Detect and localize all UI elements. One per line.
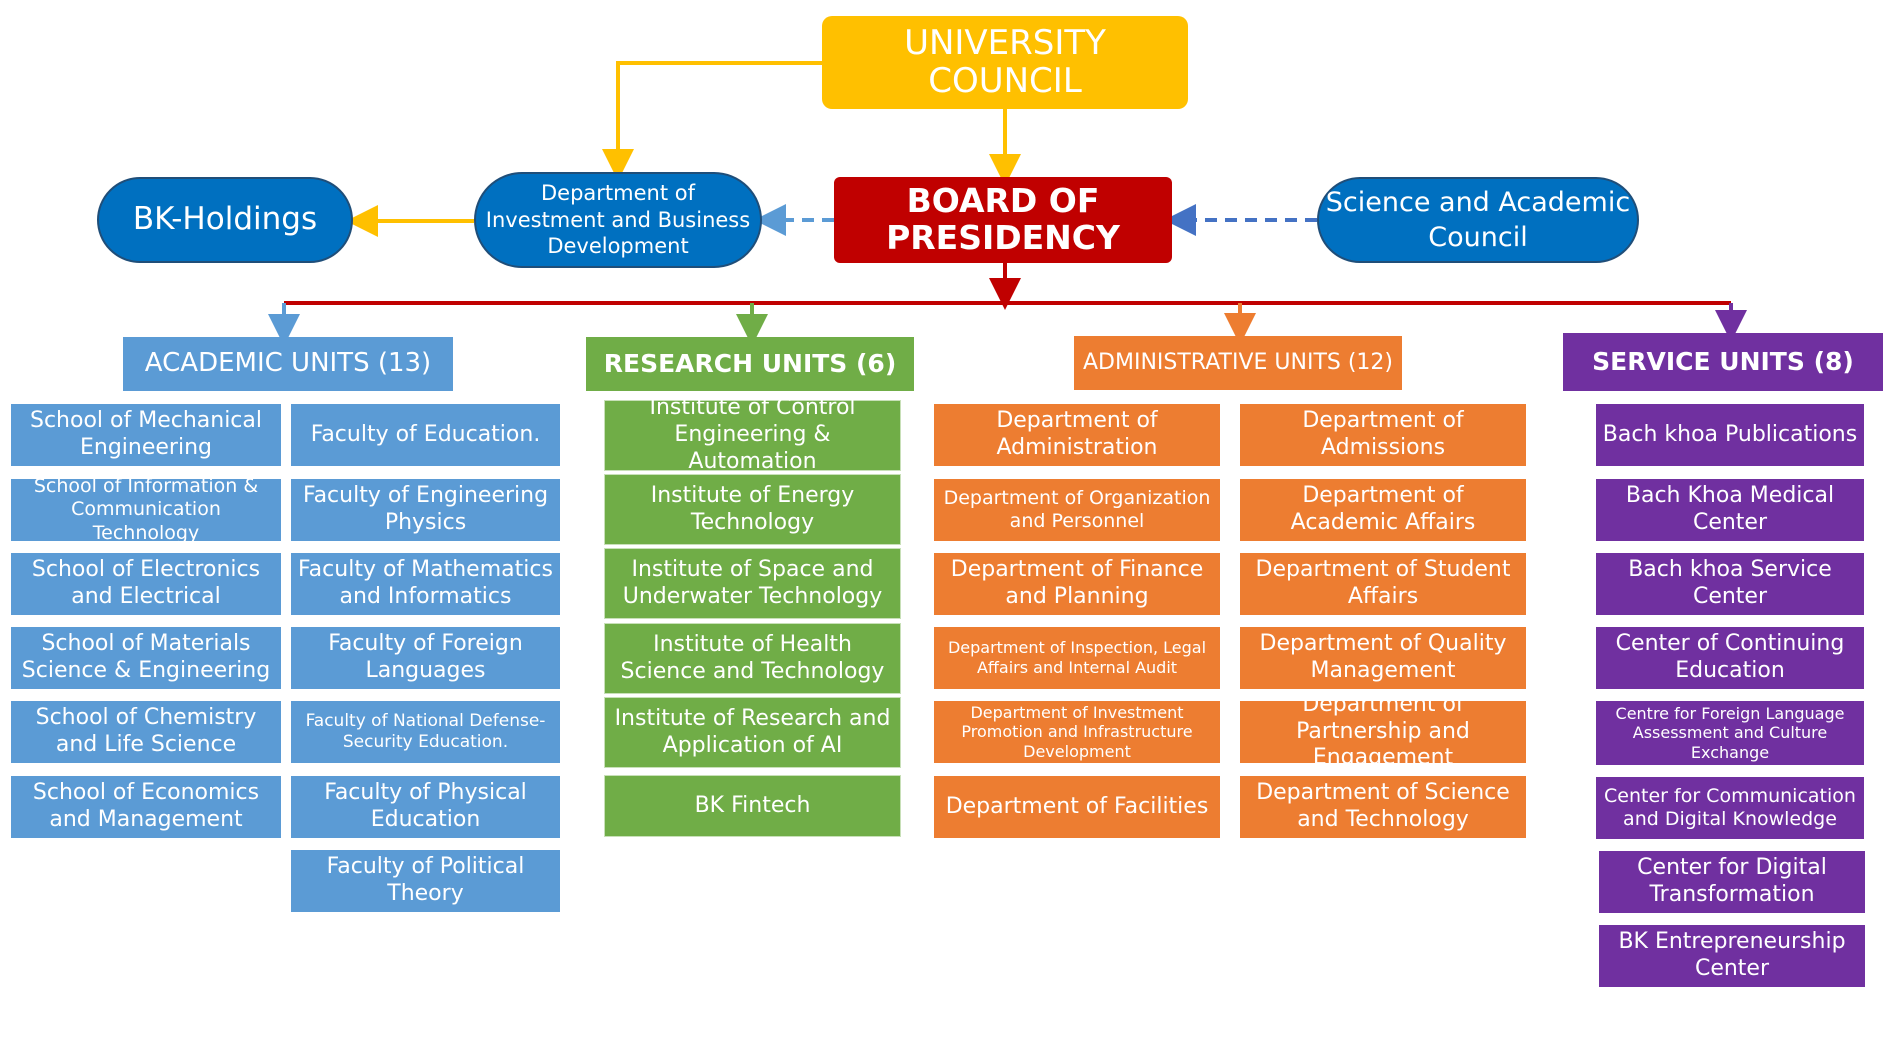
board-of-presidency-box: BOARD OF PRESIDENCY bbox=[834, 177, 1172, 263]
academic-unit-box: School of Electronics and Electrical bbox=[11, 553, 281, 615]
administrative-unit-box: Department of Investment Promotion and I… bbox=[934, 701, 1220, 763]
academic-unit-box: School of Chemistry and Life Science bbox=[11, 701, 281, 763]
administrative-unit-box: Department of Organization and Personnel bbox=[934, 479, 1220, 541]
academic-unit-box: School of Information & Communication Te… bbox=[11, 475, 281, 544]
academic-unit-box: Faculty of Engineering Physics bbox=[291, 479, 560, 541]
research-unit-box: Institute of Health Science and Technolo… bbox=[604, 623, 901, 694]
service-unit-box: BK Entrepreneurship Center bbox=[1599, 925, 1865, 987]
academic-unit-box: Faculty of National Defense-Security Edu… bbox=[291, 701, 560, 763]
administrative-unit-box: Department of Administration bbox=[934, 404, 1220, 466]
administrative-unit-box: Department of Science and Technology bbox=[1240, 776, 1526, 838]
administrative-unit-box: Department of Partnership and Engagement bbox=[1240, 692, 1526, 770]
science-academic-council-box: Science and Academic Council bbox=[1317, 177, 1639, 263]
research-unit-box: Institute of Space and Underwater Techno… bbox=[604, 548, 901, 619]
investment-department-box: Department of Investment and Business De… bbox=[474, 172, 762, 268]
research-unit-box: BK Fintech bbox=[604, 775, 901, 837]
administrative-units-header: ADMINISTRATIVE UNITS (12) bbox=[1074, 336, 1402, 390]
council-to-investment-line bbox=[602, 61, 822, 181]
service-unit-box: Bach khoa Publications bbox=[1596, 404, 1864, 466]
academic-unit-box: School of Economics and Management bbox=[11, 776, 281, 838]
service-unit-box: Center of Continuing Education bbox=[1596, 627, 1864, 689]
research-unit-box: Institute of Energy Technology bbox=[604, 474, 901, 545]
bk-holdings-box: BK-Holdings bbox=[97, 177, 353, 263]
academic-unit-box: Faculty of Education. bbox=[291, 404, 560, 466]
service-units-header: SERVICE UNITS (8) bbox=[1563, 333, 1883, 391]
academic-unit-box: School of Mechanical Engineering bbox=[11, 404, 281, 466]
administrative-unit-box: Department of Finance and Planning bbox=[934, 553, 1220, 615]
service-unit-box: Center for Communication and Digital Kno… bbox=[1596, 777, 1864, 839]
service-unit-box: Centre for Foreign Language Assessment a… bbox=[1596, 701, 1864, 765]
administrative-unit-box: Department of Student Affairs bbox=[1240, 553, 1526, 615]
academic-unit-box: School of Materials Science & Engineerin… bbox=[11, 627, 281, 689]
academic-unit-box: Faculty of Physical Education bbox=[291, 776, 560, 838]
academic-units-header: ACADEMIC UNITS (13) bbox=[123, 337, 453, 391]
administrative-unit-box: Department of Inspection, Legal Affairs … bbox=[934, 627, 1220, 689]
academic-unit-box: Faculty of Political Theory bbox=[291, 850, 560, 912]
service-unit-box: Bach khoa Service Center bbox=[1596, 553, 1864, 615]
research-unit-box: Institute of Research and Application of… bbox=[604, 697, 901, 768]
research-units-header: RESEARCH UNITS (6) bbox=[586, 337, 914, 391]
academic-unit-box: Faculty of Foreign Languages bbox=[291, 627, 560, 689]
service-unit-box: Center for Digital Transformation bbox=[1599, 851, 1865, 913]
administrative-unit-box: Department of Quality Management bbox=[1240, 627, 1526, 689]
administrative-unit-box: Department of Admissions bbox=[1240, 404, 1526, 466]
service-unit-box: Bach Khoa Medical Center bbox=[1596, 479, 1864, 541]
research-unit-box: Institute of Control Engineering & Autom… bbox=[604, 395, 901, 474]
university-council-box: UNIVERSITY COUNCIL bbox=[822, 16, 1188, 109]
administrative-unit-box: Department of Facilities bbox=[934, 776, 1220, 838]
administrative-unit-box: Department of Academic Affairs bbox=[1240, 479, 1526, 541]
academic-unit-box: Faculty of Mathematics and Informatics bbox=[291, 553, 560, 615]
